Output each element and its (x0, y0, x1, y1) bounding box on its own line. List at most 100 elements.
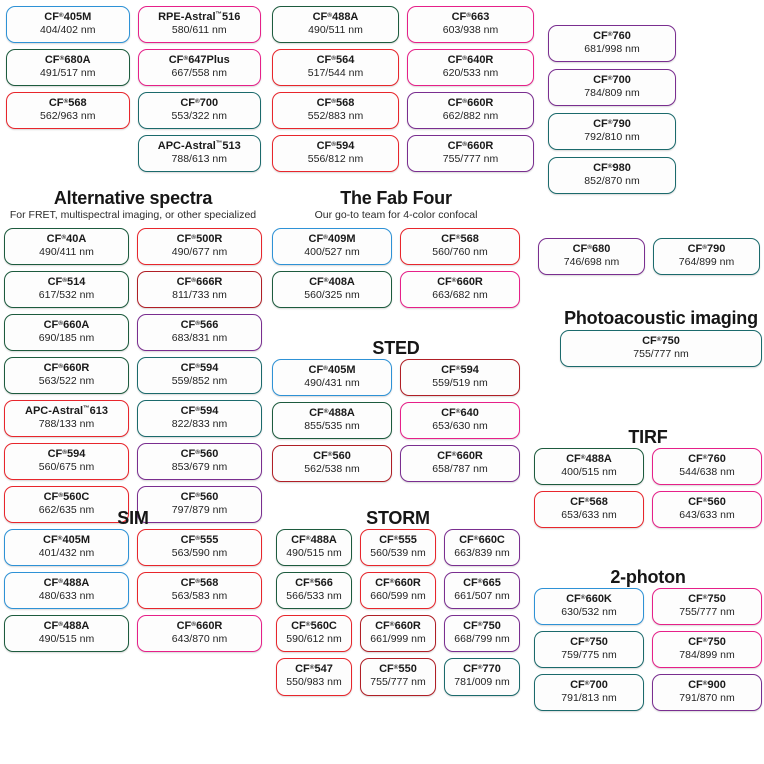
dye-name: CF®666R (141, 276, 258, 289)
registered-trademark-icon: ® (183, 55, 189, 63)
dye-model: 660R (467, 140, 494, 153)
dye-spectra: 517/544 nm (307, 67, 364, 80)
dye-name: CF®560 (141, 448, 258, 461)
dye-name: CF®750 (448, 620, 516, 633)
dye-brand: CF (463, 663, 478, 676)
dye-brand: CF (688, 453, 703, 466)
registered-trademark-icon: ® (309, 578, 315, 586)
registered-trademark-icon: ® (191, 276, 197, 284)
dye-brand: CF (308, 232, 324, 245)
dye-spectra: 660/599 nm (370, 590, 426, 603)
dye-model: 560 (200, 448, 219, 461)
dye-model: 666R (196, 275, 223, 288)
dye-name: CF®514 (8, 276, 125, 289)
dye-spectra: 852/870 nm (584, 175, 640, 188)
dye-spectra: 853/679 nm (171, 461, 228, 474)
registered-trademark-icon: ® (473, 535, 479, 543)
trademark-icon: ™ (215, 140, 223, 148)
dye-spectra: 480/633 nm (38, 590, 95, 603)
dye-model: 680A (64, 54, 91, 67)
dye-model: 980 (612, 162, 631, 175)
dye-brand: CF (459, 534, 474, 547)
